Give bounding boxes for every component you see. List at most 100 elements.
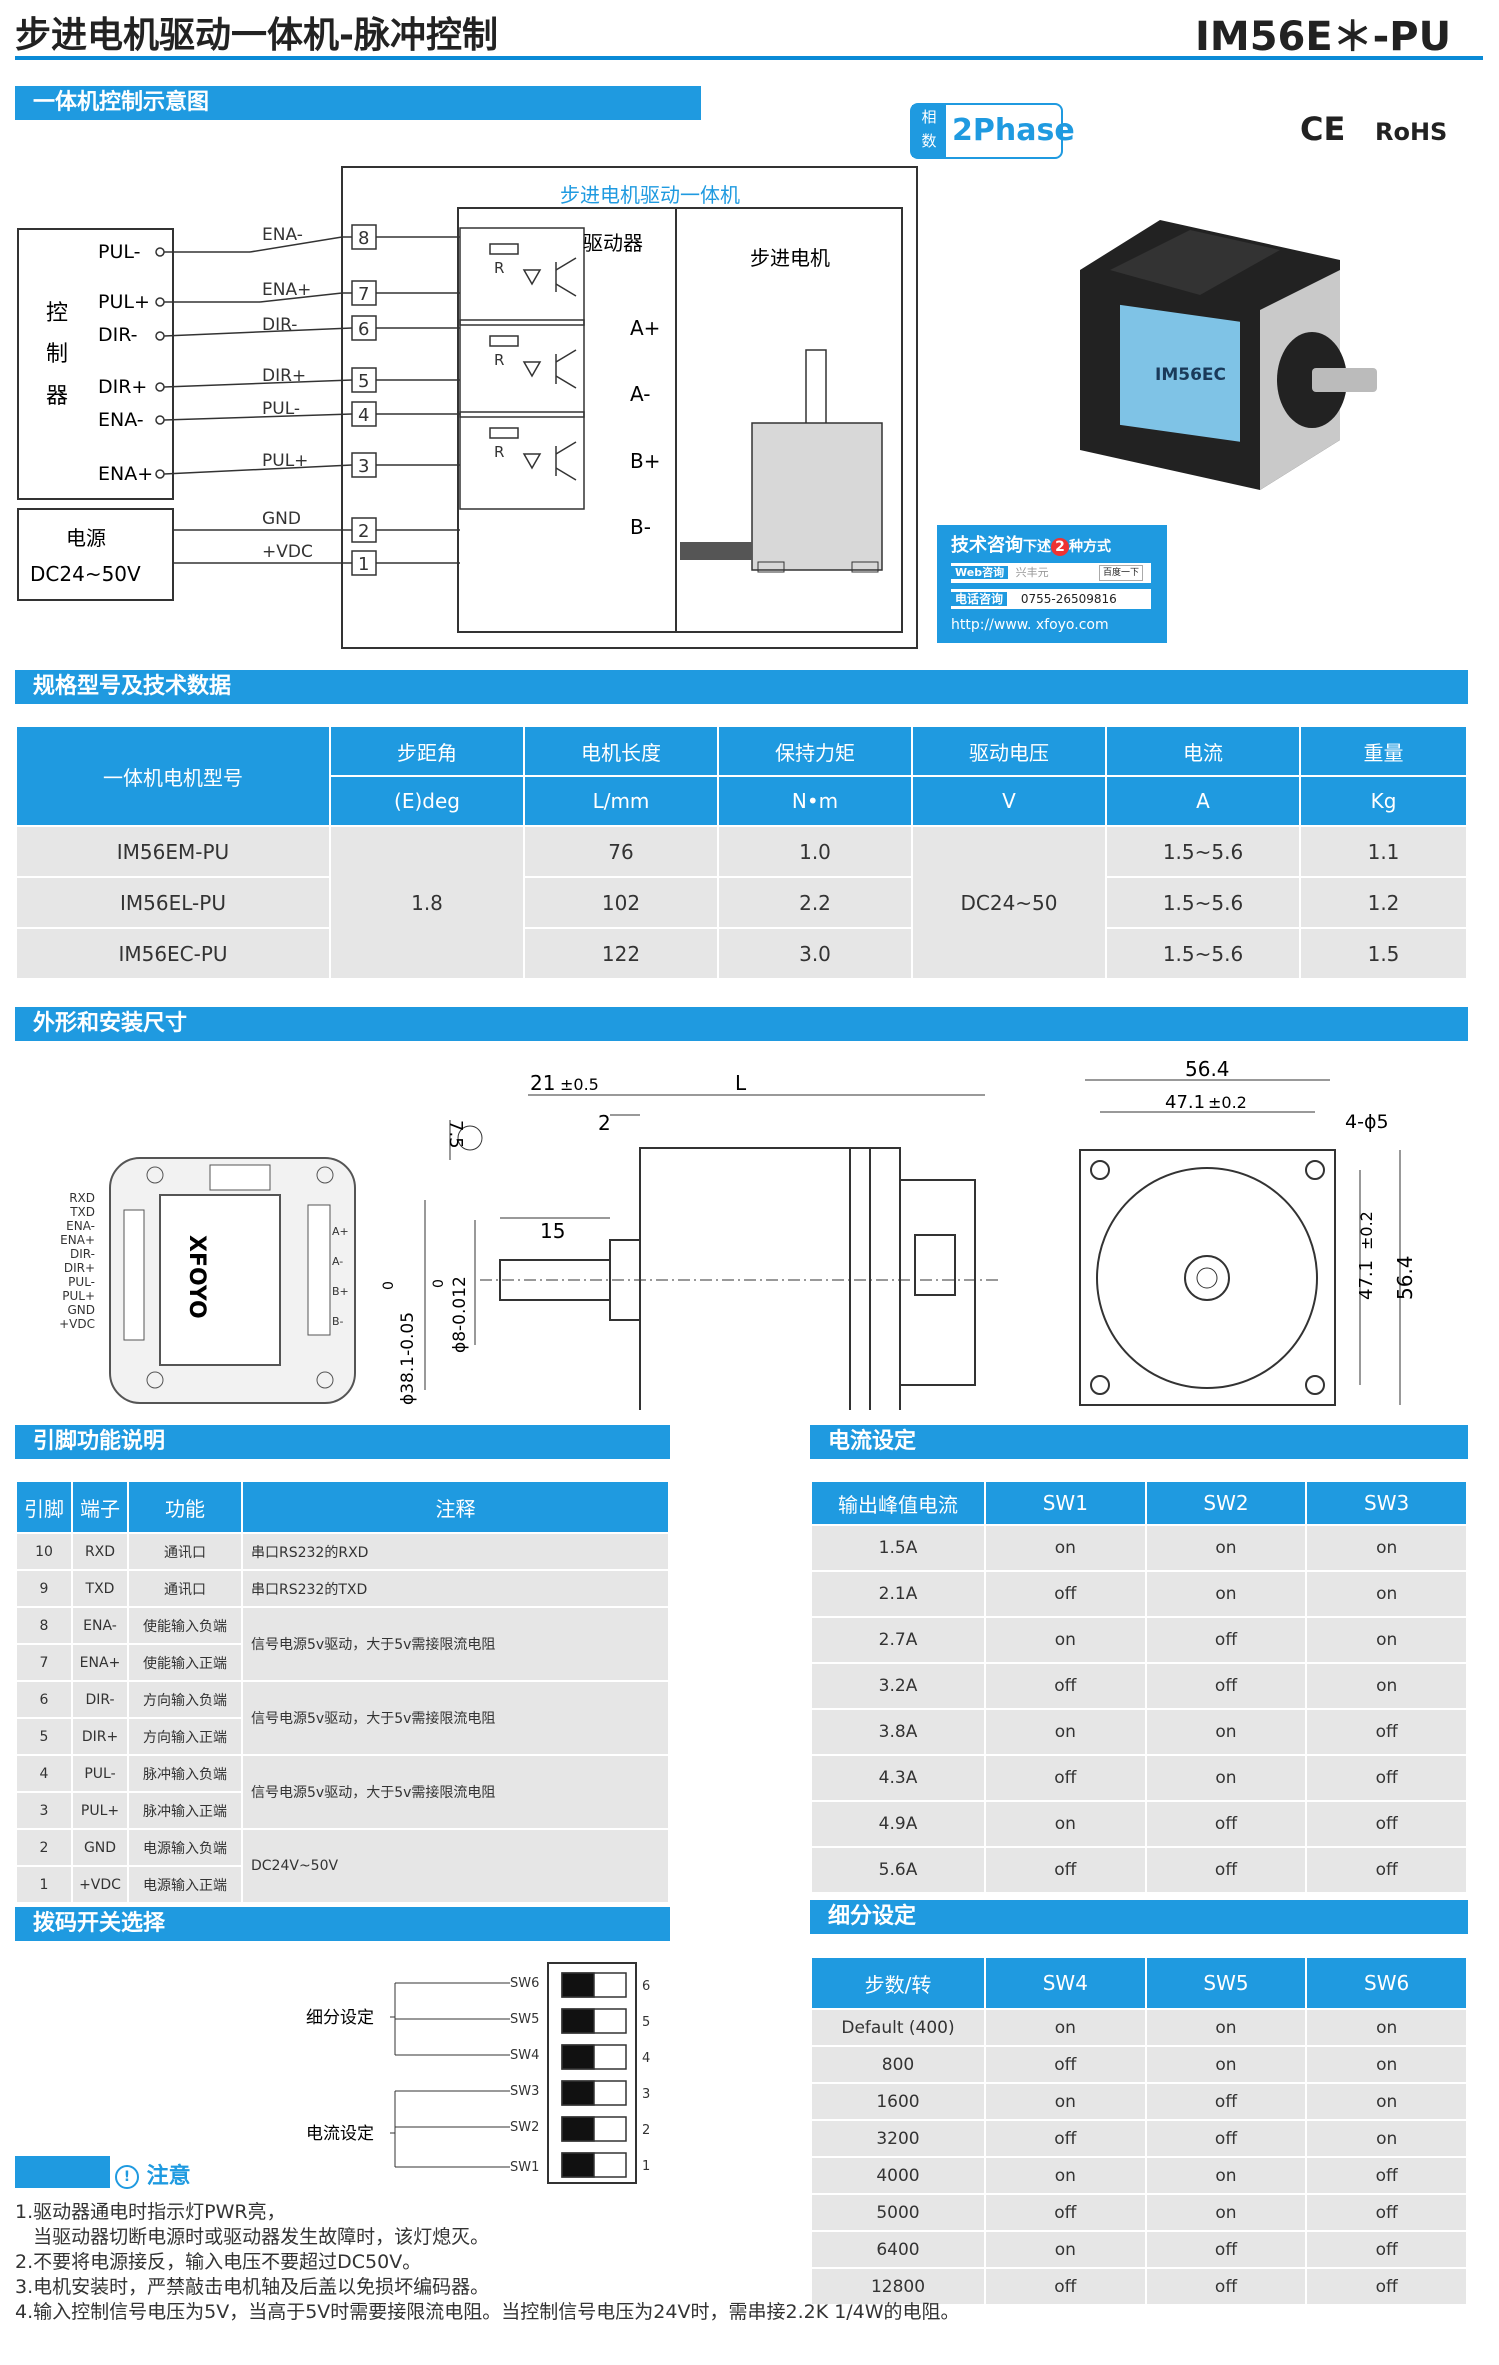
spec-weight: 1.5 xyxy=(1299,927,1468,980)
pin-note: 串口RS232的RXD xyxy=(241,1532,670,1571)
spec-length: 102 xyxy=(523,876,719,929)
spec-head-current: 电流 xyxy=(1105,725,1301,777)
notes-title-wrap: ! 注意 xyxy=(115,2158,191,2190)
motor-nameplate: IM56EC xyxy=(1155,365,1226,385)
section-title-dip: 拨码开关选择 xyxy=(15,1907,670,1941)
wire-label-dir-minus: DIR- xyxy=(262,315,297,335)
tech-ways-after: 种方式 xyxy=(1069,539,1111,555)
dim-side-47-tol: ±0.2 xyxy=(1357,1211,1376,1250)
back-pin-pul-minus: PUL- xyxy=(68,1275,95,1289)
dim-front-56: 56.4 xyxy=(1185,1057,1230,1081)
power-voltage: DC24~50V xyxy=(30,562,141,586)
subdiv-head-steps: 步数/转 xyxy=(810,1956,986,2010)
dip-switch-diagram: 细分设定 电流设定 SW6 SW5 SW4 SW3 SW2 SW1 6 5 4 … xyxy=(306,1962,650,2184)
section-title-diagram: 一体机控制示意图 xyxy=(15,86,701,120)
pin-func: 通讯口 xyxy=(127,1569,243,1608)
back-pin-pul-plus: PUL+ xyxy=(62,1289,95,1303)
web-consult-search-button[interactable]: 百度一下 xyxy=(1098,565,1143,581)
sw2-state: on xyxy=(1144,1524,1308,1572)
note-line: 当驱动器切断电源时或驱动器发生故障时，该灯熄灭。 xyxy=(15,2226,490,2248)
pin-term: DIR+ xyxy=(71,1717,129,1756)
sw4-state: off xyxy=(984,2045,1147,2084)
dip-sw6-label: SW6 xyxy=(510,1976,539,1991)
spec-head-voltage: 驱动电压 xyxy=(911,725,1107,777)
sw6-state: on xyxy=(1305,2008,1468,2047)
back-brand: XFOYO xyxy=(184,1235,209,1319)
pin-num: 3 xyxy=(15,1791,73,1830)
pin-num: 4 xyxy=(15,1754,73,1793)
spec-step-angle: 1.8 xyxy=(329,825,525,980)
note-line: 3.电机安装时，严禁敲击电机轴及后盖以免损坏编码器。 xyxy=(15,2276,490,2298)
sw3-state: on xyxy=(1305,1616,1468,1664)
dip-sw2-label: SW2 xyxy=(510,2120,539,2135)
dip-sw1-label: SW1 xyxy=(510,2160,539,2175)
wire-label-vdc: +VDC xyxy=(262,542,313,562)
note-line: 4.输入控制信号电压为5V，当高于5V时需要接限流电阻。当控制信号电压为24V时… xyxy=(15,2301,960,2323)
spec-length: 76 xyxy=(523,825,719,878)
steps-value: 4000 xyxy=(810,2156,986,2195)
dim-front-47-tol: ±0.2 xyxy=(1208,1093,1247,1112)
sw6-state: on xyxy=(1305,2045,1468,2084)
sw2-state: off xyxy=(1144,1662,1308,1710)
dim-21: 21 xyxy=(530,1071,555,1095)
current-value: 3.2A xyxy=(810,1662,986,1710)
current-value: 3.8A xyxy=(810,1708,986,1756)
table-row: IM56EM-PU 1.8 76 1.0 DC24~50 1.5~5.6 1.1 xyxy=(15,825,1468,980)
dip-num-3: 3 xyxy=(642,2087,650,2102)
spec-length: 122 xyxy=(523,927,719,980)
phone-consult-label: 电话咨询 xyxy=(951,592,1008,606)
sw1-state: off xyxy=(984,1754,1147,1802)
sw2-state: off xyxy=(1144,1846,1308,1894)
tech-consult-title: 技术咨询 xyxy=(951,535,1023,556)
pin-head-func: 功能 xyxy=(127,1480,243,1534)
spec-unit-torque: N•m xyxy=(717,775,913,827)
ctrl-pin-ena-minus: ENA- xyxy=(98,409,144,431)
spec-head-torque: 保持力矩 xyxy=(717,725,913,777)
pin-func: 方向输入负端 xyxy=(127,1680,243,1719)
pin-func: 使能输入正端 xyxy=(127,1643,243,1682)
terminal-5: 5 xyxy=(358,371,369,392)
current-value: 5.6A xyxy=(810,1846,986,1894)
phase-a-plus: A+ xyxy=(630,316,660,340)
web-consult-value: 兴丰元 xyxy=(1015,566,1049,579)
pin-term: TXD xyxy=(71,1569,129,1608)
pin-num: 5 xyxy=(15,1717,73,1756)
spec-weight: 1.1 xyxy=(1299,825,1468,878)
back-mark-b-plus: B+ xyxy=(332,1285,349,1298)
section-title-subdiv: 细分设定 xyxy=(810,1900,1468,1934)
phase-a-minus: A- xyxy=(630,382,650,406)
controller-char-2: 制 xyxy=(46,342,68,367)
sw2-state: off xyxy=(1144,1800,1308,1848)
dim-2: 2 xyxy=(598,1111,611,1135)
resistor-label-3: R xyxy=(494,443,504,461)
ce-mark: CE xyxy=(1300,110,1346,148)
note-line: 1.驱动器通电时指示灯PWR亮， xyxy=(15,2201,286,2223)
spec-current: 1.5~5.6 xyxy=(1105,927,1301,980)
ctrl-pin-pul-plus: PUL+ xyxy=(98,291,150,313)
pin-note-enable: 信号电源5v驱动，大于5v需接限流电阻 xyxy=(241,1606,670,1682)
sw5-state: off xyxy=(1144,2267,1308,2306)
steps-value: 6400 xyxy=(810,2230,986,2269)
controller-char-1: 控 xyxy=(46,301,68,326)
dim-phi-38-tol: 0 xyxy=(381,1281,397,1290)
dip-sw4-label: SW4 xyxy=(510,2048,539,2063)
dip-num-5: 5 xyxy=(642,2015,650,2030)
spec-table: 一体机电机型号 步距角 电机长度 保持力矩 驱动电压 电流 重量 (E)deg … xyxy=(15,725,1468,980)
pin-func: 电源输入正端 xyxy=(127,1865,243,1904)
spec-head-weight: 重量 xyxy=(1299,725,1468,777)
pin-term: ENA- xyxy=(71,1606,129,1645)
spec-model: IM56EL-PU xyxy=(15,876,331,929)
pin-note-power: DC24V~50V xyxy=(241,1828,670,1904)
website-link[interactable]: http://www. xfoyo.com xyxy=(951,617,1109,633)
back-pin-vdc: +VDC xyxy=(59,1317,95,1331)
